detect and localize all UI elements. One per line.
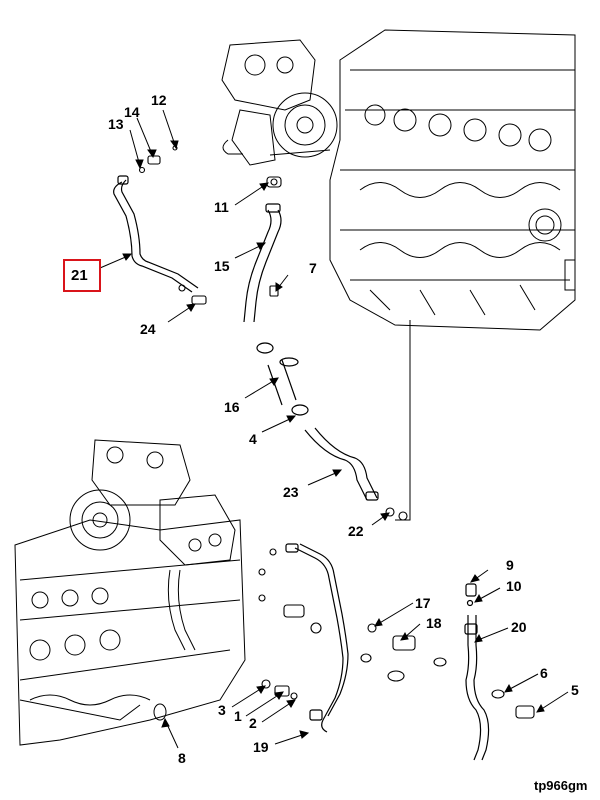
lower-engine-block	[14, 519, 246, 746]
callout-10[interactable]: 10	[506, 578, 522, 594]
oil-supply-line-21	[113, 175, 199, 293]
callout-3[interactable]: 3	[218, 702, 226, 718]
callout-12[interactable]: 12	[151, 92, 167, 108]
callout-17[interactable]: 17	[415, 595, 431, 611]
callout-19[interactable]: 19	[253, 739, 269, 755]
drain-tube-23	[304, 427, 379, 501]
fittings-12-13-14	[138, 145, 178, 174]
lower-turbocharger	[69, 439, 236, 651]
callout-arrows	[99, 109, 569, 749]
callout-8[interactable]: 8	[178, 750, 186, 766]
callout-11[interactable]: 11	[214, 199, 229, 215]
fittings-17-18	[360, 623, 447, 682]
leader-line-8	[19, 699, 141, 721]
callout-4[interactable]: 4	[249, 431, 257, 447]
callout-14[interactable]: 14	[124, 104, 140, 120]
callout-23[interactable]: 23	[283, 484, 299, 500]
fittings-1-2-3	[261, 679, 298, 700]
leader-line	[395, 320, 411, 521]
callout-18[interactable]: 18	[426, 615, 442, 631]
callout-1[interactable]: 1	[234, 708, 242, 724]
callout-20[interactable]: 20	[511, 619, 527, 635]
figure-reference-code: tp966gm	[534, 778, 588, 793]
callout-21-highlight	[63, 259, 101, 292]
upper-turbocharger	[221, 39, 338, 166]
hose-16-clamps	[256, 342, 309, 416]
oil-line-20	[464, 583, 490, 761]
callout-2[interactable]: 2	[249, 715, 257, 731]
callout-15[interactable]: 15	[214, 258, 230, 274]
oil-line-19	[285, 543, 349, 733]
callout-22[interactable]: 22	[348, 523, 364, 539]
screw-7	[269, 285, 279, 297]
callout-6[interactable]: 6	[540, 665, 548, 681]
callout-24[interactable]: 24	[140, 321, 156, 337]
o-ring-8	[153, 703, 167, 721]
washer-6-bolt-5	[491, 689, 535, 719]
washers-22	[385, 507, 408, 521]
callout-16[interactable]: 16	[224, 399, 240, 415]
callout-21[interactable]: 21	[71, 267, 88, 284]
callout-9[interactable]: 9	[506, 557, 514, 573]
upper-engine-block	[329, 29, 576, 331]
callout-5[interactable]: 5	[571, 682, 579, 698]
fitting-24	[178, 284, 207, 305]
fittings-lower-left	[258, 548, 322, 634]
oil-drain-tube-15	[243, 203, 282, 323]
callout-7[interactable]: 7	[309, 260, 317, 276]
gasket-11	[266, 176, 282, 188]
callout-13[interactable]: 13	[108, 116, 124, 132]
